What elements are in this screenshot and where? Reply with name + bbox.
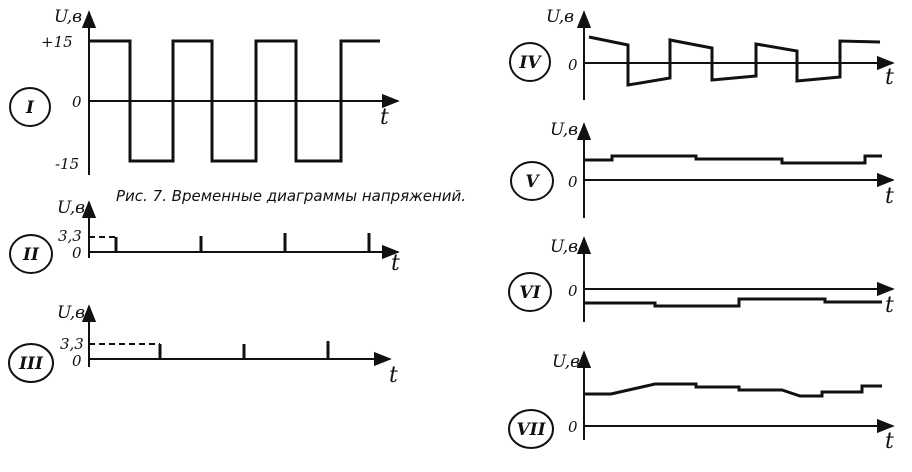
diagram-1-tick-zero: 0 xyxy=(72,93,82,111)
diagram-5-waveform xyxy=(584,154,882,165)
diagram-6-roman-label: VI xyxy=(519,283,541,303)
diagram-5-xlabel: t xyxy=(885,184,894,209)
diagram-6-xlabel: t xyxy=(885,293,894,318)
diagram-3-tick-3-3: 3,3 xyxy=(60,335,84,353)
diagram-4-tick-zero: 0 xyxy=(568,56,578,74)
diagram-5-tick-zero: 0 xyxy=(568,173,578,191)
diagram-4-ylabel: U,в xyxy=(546,7,574,27)
diagram-1-ylabel: U,в xyxy=(54,7,82,27)
diagram-4-waveform xyxy=(588,35,881,87)
diagram-2-ylabel: U,в xyxy=(57,198,85,218)
diagram-1-roman-badge xyxy=(9,87,51,127)
diagram-1-tick-minus15: -15 xyxy=(55,155,79,173)
diagram-5-ylabel: U,в xyxy=(550,120,578,140)
figure-caption: Рис. 7. Временные диаграммы напряжений. xyxy=(116,187,466,205)
diagram-6: U,в 0 t VI xyxy=(508,236,895,322)
diagram-7-xlabel: t xyxy=(885,429,894,454)
diagram-2-roman-label: II xyxy=(22,245,40,265)
diagram-4-xlabel: t xyxy=(885,65,894,90)
diagram-5-roman-label: V xyxy=(525,172,540,192)
diagram-7-tick-zero: 0 xyxy=(568,418,578,436)
diagram-7-roman-badge xyxy=(508,409,554,449)
diagram-2-roman-badge xyxy=(9,234,53,274)
diagram-1-xlabel: t xyxy=(380,105,389,130)
diagram-2-tick-zero: 0 xyxy=(72,244,82,262)
diagram-1: U,в +15 0 -15 t I xyxy=(9,7,400,175)
diagram-7-waveform xyxy=(584,382,882,398)
diagram-3-roman-label: III xyxy=(18,354,44,374)
diagram-7: U,в 0 t VII xyxy=(508,350,895,454)
diagram-4: U,в 0 t IV xyxy=(509,7,895,100)
diagram-5: U,в 0 t V xyxy=(510,120,895,218)
diagram-1-square-wave xyxy=(89,39,380,163)
diagram-6-roman-badge xyxy=(508,272,552,312)
diagram-3: U,в 3,3 0 t III xyxy=(8,303,398,388)
diagram-2: U,в 3,3 0 t II xyxy=(9,198,400,276)
diagram-6-ylabel: U,в xyxy=(550,237,578,257)
diagram-3-roman-badge xyxy=(8,343,54,383)
diagram-4-roman-label: IV xyxy=(518,53,542,73)
diagram-7-roman-label: VII xyxy=(516,420,546,440)
diagram-6-tick-zero: 0 xyxy=(568,282,578,300)
diagram-6-waveform xyxy=(584,297,882,308)
diagram-1-roman-label: I xyxy=(25,98,35,118)
diagram-3-xlabel: t xyxy=(389,363,398,388)
diagram-5-roman-badge xyxy=(510,161,554,201)
diagram-2-xlabel: t xyxy=(391,251,400,276)
diagram-1-tick-plus15: +15 xyxy=(41,33,73,51)
diagram-4-roman-badge xyxy=(509,42,551,82)
diagram-3-tick-zero: 0 xyxy=(72,352,82,370)
diagram-2-tick-3-3: 3,3 xyxy=(58,227,82,245)
diagram-7-ylabel: U,в xyxy=(552,352,580,372)
diagram-3-ylabel: U,в xyxy=(57,303,85,323)
